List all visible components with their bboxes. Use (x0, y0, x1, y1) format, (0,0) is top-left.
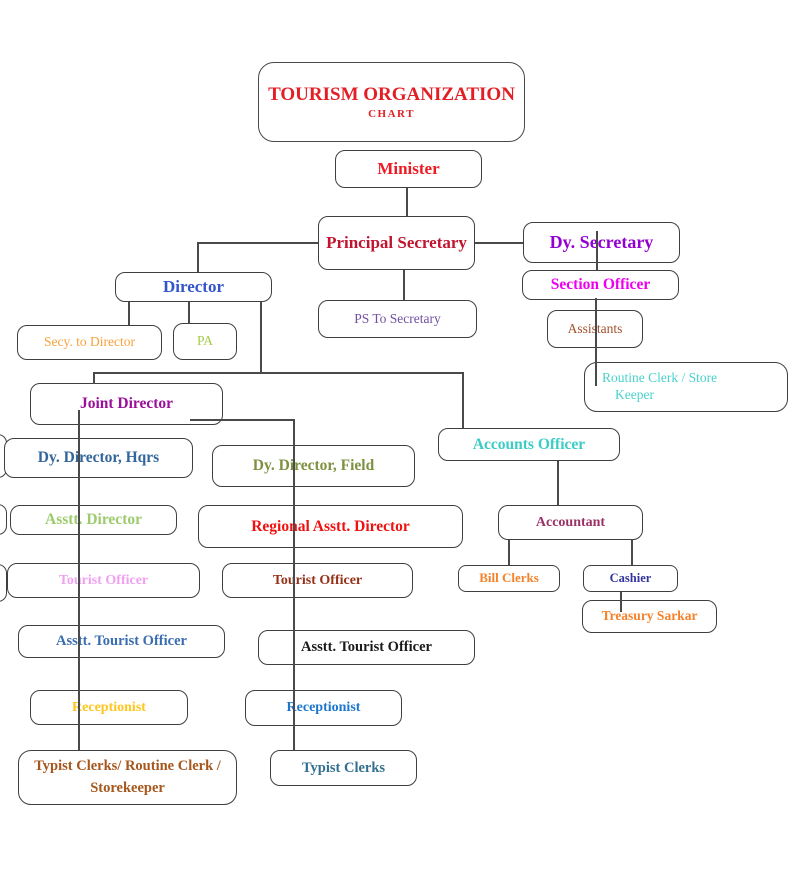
node-receptionist-right: Receptionist (245, 690, 402, 726)
node-bill-clerks-label: Bill Clerks (479, 570, 539, 586)
node-principal-secretary: Principal Secretary (318, 216, 475, 270)
node-accountant: Accountant (498, 505, 643, 540)
node-principal-secretary-label: Principal Secretary (326, 233, 467, 253)
node-cashier: Cashier (583, 565, 678, 592)
connector-accountant-billclerks (508, 540, 510, 565)
node-ps-to-secretary-label: PS To Secretary (354, 310, 441, 326)
node-typist-clerks-right: Typist Clerks (270, 750, 417, 786)
node-assistants-label: Assistants (568, 321, 623, 338)
node-typist-clerks-right-label: Typist Clerks (301, 759, 386, 776)
node-routine-clerk-store-keeper: Routine Clerk / Store Keeper (584, 362, 788, 412)
node-asstt-tourist-officer-right: Asstt. Tourist Officer (258, 630, 475, 665)
node-ps-to-secretary: PS To Secretary (318, 300, 477, 338)
connector-jointdirector-elbow (190, 419, 294, 421)
connector-director-secy (128, 302, 130, 325)
node-dy-director-hqrs: Dy. Director, Hqrs (4, 438, 193, 478)
node-secy-to-director-label: Secy. to Director (44, 334, 135, 350)
node-asstt-director: Asstt. Director (10, 505, 177, 535)
cutoff-box-edge-3 (0, 564, 7, 602)
node-accounts-officer: Accounts Officer (438, 428, 620, 461)
node-regional-asstt-director-label: Regional Asstt. Director (251, 517, 410, 535)
connector-left-column (78, 410, 80, 750)
connector-mid-column (293, 419, 295, 750)
connector-jointdirector-up (93, 372, 95, 384)
node-typist-clerks-left-label: Typist Clerks/ Routine Clerk / Storekeep… (34, 758, 221, 796)
connector-minister-down (406, 188, 408, 216)
node-dy-director-hqrs-label: Dy. Director, Hqrs (37, 449, 160, 467)
connector-ps-down (403, 270, 405, 300)
node-director: Director (115, 272, 272, 302)
node-tourist-officer-mid: Tourist Officer (222, 563, 413, 598)
connector-ps-right (475, 242, 523, 244)
node-director-label: Director (162, 277, 225, 297)
node-asstt-tourist-officer-left: Asstt. Tourist Officer (18, 625, 225, 658)
node-joint-director-label: Joint Director (79, 395, 174, 413)
node-treasury-sarkar-label: Treasury Sarkar (601, 608, 698, 624)
node-accountant-label: Accountant (535, 514, 606, 530)
node-joint-director: Joint Director (30, 383, 223, 425)
node-routine-clerk-line2: Keeper (615, 387, 654, 402)
connector-accountant-cashier (631, 540, 633, 565)
node-cashier-label: Cashier (609, 570, 652, 585)
node-tourist-officer-mid-label: Tourist Officer (272, 572, 363, 588)
connector-cashier-treasury (620, 592, 622, 612)
connector-mid-horizontal (93, 372, 463, 374)
node-asstt-tourist-officer-right-label: Asstt. Tourist Officer (301, 639, 432, 656)
node-secy-to-director: Secy. to Director (17, 325, 162, 360)
connector-accountsofficer-up (462, 372, 464, 428)
node-tourist-officer-left: Tourist Officer (7, 563, 200, 598)
connector-dysec-down (596, 231, 598, 270)
chart-title: TOURISM ORGANIZATION (268, 83, 515, 105)
connector-director-long (260, 302, 262, 373)
node-dy-director-field-label: Dy. Director, Field (252, 457, 375, 475)
node-accounts-officer-label: Accounts Officer (472, 435, 586, 453)
node-treasury-sarkar: Treasury Sarkar (582, 600, 717, 633)
chart-subtitle: CHART (368, 108, 415, 121)
node-minister-label: Minister (377, 159, 440, 179)
node-dy-secretary-label: Dy. Secretary (549, 232, 654, 253)
connector-director-up (197, 242, 199, 272)
chart-title-box: TOURISM ORGANIZATION CHART (258, 62, 525, 142)
node-section-officer-label: Section Officer (550, 276, 651, 294)
connector-sectionofficer-down (595, 298, 597, 386)
node-routine-clerk-line1: Routine Clerk / Store (602, 370, 718, 386)
node-regional-asstt-director: Regional Asstt. Director (198, 505, 463, 548)
cutoff-box-edge-2 (0, 504, 7, 535)
node-typist-clerks-left: Typist Clerks/ Routine Clerk / Storekeep… (18, 750, 237, 805)
node-pa: PA (173, 323, 237, 360)
node-asstt-tourist-officer-left-label: Asstt. Tourist Officer (56, 633, 187, 650)
node-asstt-director-label: Asstt. Director (45, 511, 142, 529)
node-section-officer: Section Officer (522, 270, 679, 300)
connector-director-pa (188, 302, 190, 323)
node-dy-director-field: Dy. Director, Field (212, 445, 415, 487)
node-pa-label: PA (196, 333, 214, 349)
node-bill-clerks: Bill Clerks (458, 565, 560, 592)
node-dy-secretary: Dy. Secretary (523, 222, 680, 263)
connector-ps-left (197, 242, 318, 244)
node-receptionist-left: Receptionist (30, 690, 188, 725)
node-receptionist-left-label: Receptionist (72, 699, 146, 715)
node-tourist-officer-left-label: Tourist Officer (58, 572, 149, 588)
connector-accountsofficer-down (557, 461, 559, 505)
node-receptionist-right-label: Receptionist (286, 700, 361, 716)
node-minister: Minister (335, 150, 482, 188)
